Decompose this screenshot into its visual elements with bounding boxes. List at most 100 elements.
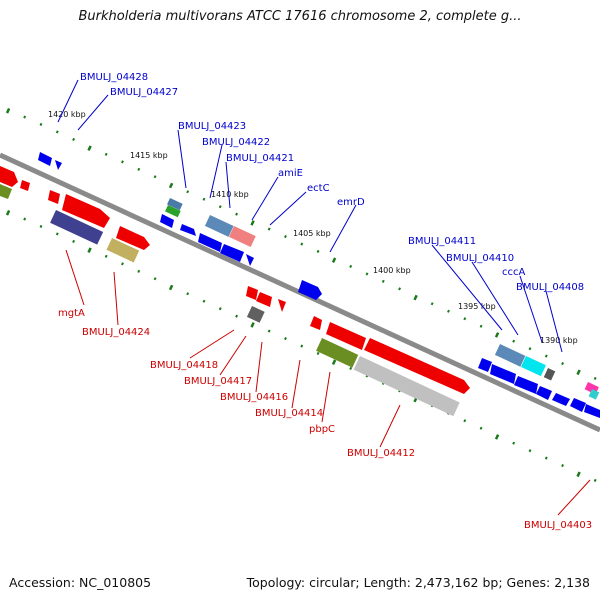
gene-arrow[interactable] [220,244,244,262]
forward-features[interactable] [38,152,600,418]
gene-arrow[interactable] [584,404,600,418]
scale-tick-1420: 1420 kbp [48,110,86,119]
accession-text: Accession: NC_010805 [9,575,152,590]
label-bmulj-04414[interactable]: BMULJ_04414 [255,408,323,419]
inner-tick-row [5,210,597,483]
minor-tick [349,366,353,371]
map-title: Burkholderia multivorans ATCC 17616 chro… [78,9,522,24]
gene-arrow[interactable] [278,299,286,312]
gene-block[interactable] [353,355,460,417]
gene-arrow[interactable] [246,254,254,266]
gene-arrow[interactable] [536,386,552,400]
label-pbpc[interactable]: pbpC [309,424,335,435]
label-ectc[interactable]: ectC [307,183,330,194]
gene-arrow[interactable] [55,160,62,170]
gene-arrow[interactable] [62,194,110,228]
label-bmulj-04416[interactable]: BMULJ_04416 [220,392,288,403]
minor-tick [593,376,597,381]
gene-arrow[interactable] [20,180,30,191]
minor-tick [561,361,565,366]
gene-block[interactable] [543,368,556,381]
major-tick [87,247,92,253]
gene-block[interactable] [165,205,181,218]
minor-tick [121,160,124,164]
label-bmulj-04427[interactable]: BMULJ_04427 [110,87,178,98]
topology-summary-text: Topology: circular; Length: 2,473,162 bp… [246,575,590,590]
label-bmulj-04421[interactable]: BMULJ_04421 [226,153,294,164]
gene-arrow[interactable] [180,224,196,236]
label-bmulj-04423[interactable]: BMULJ_04423 [178,121,246,132]
major-tick [168,182,174,189]
label-bmulj-04412[interactable]: BMULJ_04412 [347,448,415,459]
label-bmulj-04428[interactable]: BMULJ_04428 [80,72,148,83]
major-tick [413,294,418,301]
label-bmulj-04411[interactable]: BMULJ_04411 [408,236,476,247]
gene-arrow[interactable] [364,338,470,394]
label-bmulj-04403[interactable]: BMULJ_04403 [524,520,592,531]
minor-tick [267,329,271,333]
minor-tick [479,324,483,328]
minor-tick [39,122,43,127]
gene-arrow[interactable] [552,393,570,406]
label-bmulj-04418[interactable]: BMULJ_04418 [150,360,218,371]
minor-tick [23,115,27,119]
gene-block[interactable] [204,215,234,237]
gene-arrow[interactable] [514,376,538,394]
gene-block[interactable] [167,197,183,211]
label-bmulj-04408[interactable]: BMULJ_04408 [516,282,584,293]
gene-arrow[interactable] [198,233,222,252]
minor-tick [593,478,597,483]
label-bmulj-04410[interactable]: BMULJ_04410 [446,253,514,264]
label-bmulj-04417[interactable]: BMULJ_04417 [184,376,252,387]
minor-tick [235,212,239,216]
label-ccca[interactable]: cccA [502,267,525,278]
gene-arrow[interactable] [490,364,516,384]
forward-leaders [57,79,563,353]
minor-tick [463,317,467,321]
minor-tick [137,269,141,273]
forward-label-group: BMULJ_04428 BMULJ_04427 BMULJ_04423 BMUL… [80,72,584,293]
gene-block[interactable] [228,225,256,248]
gene-arrow[interactable] [256,292,272,307]
gene-block[interactable] [50,210,104,245]
gene-block[interactable] [106,237,140,263]
gene-arrow[interactable] [246,286,258,300]
minor-tick [202,197,206,201]
gene-arrow[interactable] [48,190,60,204]
minor-tick [544,354,548,358]
minor-tick [544,456,548,460]
gene-arrow[interactable] [326,322,366,350]
gene-arrow[interactable] [116,226,150,250]
minor-tick [202,299,206,303]
major-tick [576,471,581,478]
gene-arrow[interactable] [310,316,322,330]
gene-block[interactable] [494,343,526,367]
gene-block[interactable] [246,305,265,323]
minor-tick [55,232,59,236]
minor-tick [39,224,43,229]
label-amie[interactable]: amiE [278,168,303,179]
major-tick [576,369,581,376]
minor-tick [447,309,450,313]
minor-tick [284,235,287,239]
gene-arrow[interactable] [298,280,322,300]
label-emrd[interactable]: emrD [337,197,365,208]
gene-arrow[interactable] [478,358,492,372]
major-tick [168,284,174,291]
gene-block[interactable] [588,389,600,400]
gene-arrow[interactable] [0,166,18,187]
label-bmulj-04424[interactable]: BMULJ_04424 [82,327,150,338]
gene-arrow[interactable] [160,214,174,228]
label-bmulj-04422[interactable]: BMULJ_04422 [202,137,270,148]
label-mgta[interactable]: mgtA [58,308,85,319]
major-tick [5,210,11,216]
major-tick [331,359,337,365]
gene-arrow[interactable] [0,184,12,199]
gene-block[interactable] [520,356,546,377]
minor-tick [300,344,304,348]
gene-arrow[interactable] [570,398,586,412]
reverse-features[interactable] [0,166,470,417]
gene-arrow[interactable] [38,152,52,166]
gene-block[interactable] [316,337,359,368]
